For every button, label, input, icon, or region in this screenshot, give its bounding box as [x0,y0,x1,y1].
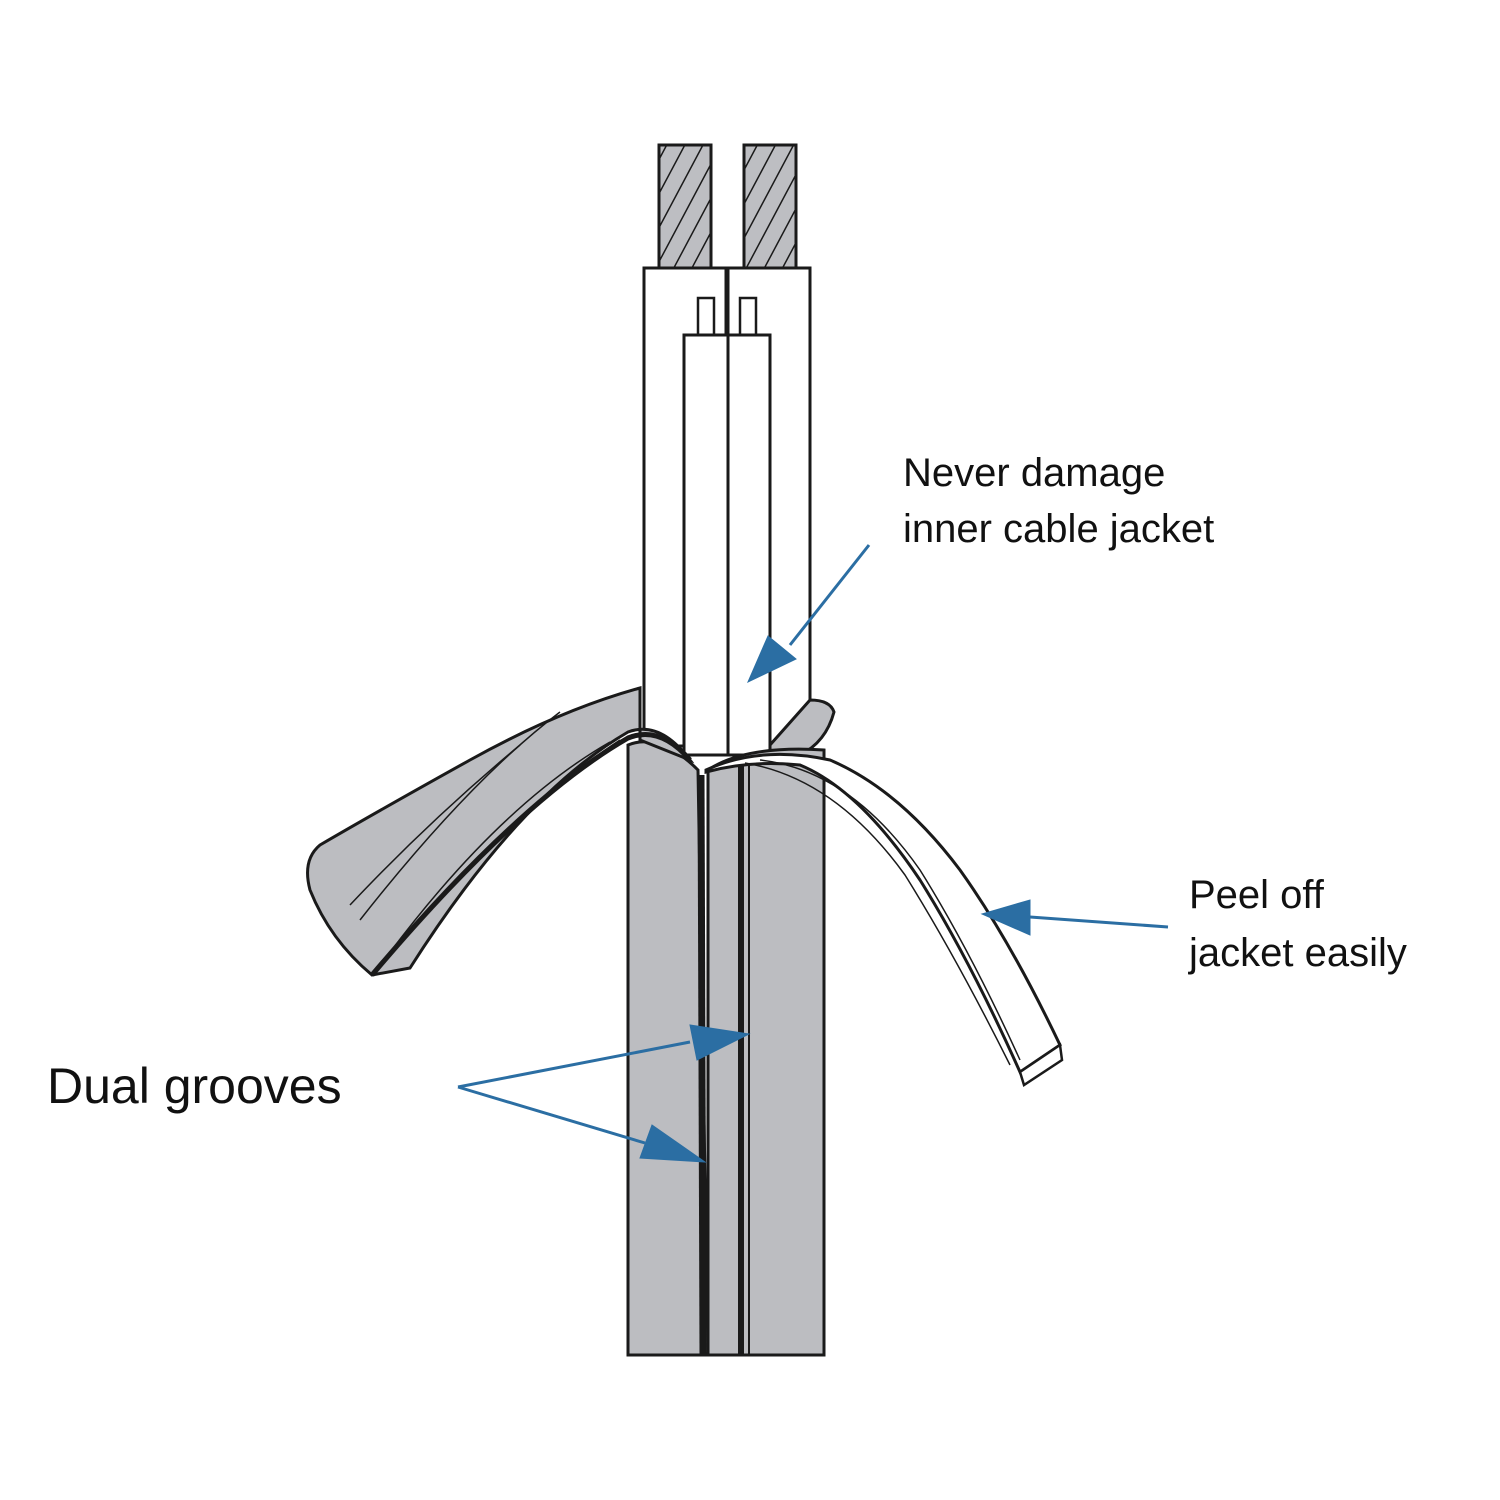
peeled-jacket-right [704,752,1064,1087]
inner-insulation [642,266,812,757]
label-dual-grooves: Dual grooves [47,1058,342,1114]
label-peel-off: Peel off jacket easily [1189,866,1407,982]
callout-arrow-icon [457,544,1169,1163]
dual-grooves [697,765,750,1356]
peeled-jacket-left [306,686,695,977]
label-line: inner cable jacket [903,507,1215,551]
label-never-damage: Never damage inner cable jacket [903,445,1214,557]
label-line: jacket easily [1189,931,1407,975]
label-line: Never damage [903,451,1166,495]
label-line: Peel off [1189,873,1324,917]
copper-conductor-icon [657,143,798,270]
